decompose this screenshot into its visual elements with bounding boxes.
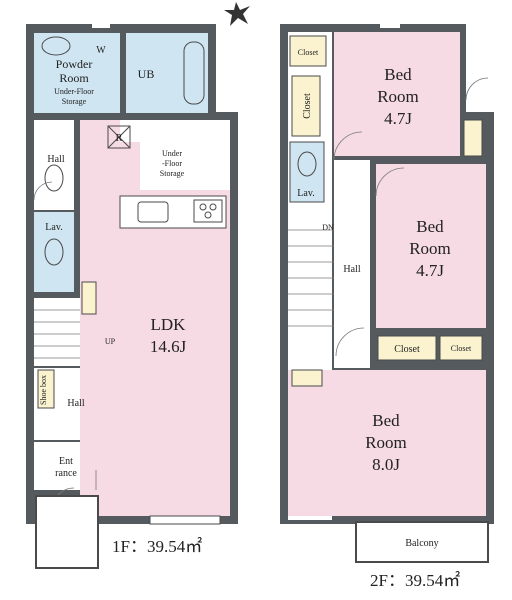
ldk-label: LDK bbox=[151, 315, 187, 334]
floor-1-plan bbox=[26, 22, 238, 569]
floor-2-plan bbox=[280, 22, 494, 563]
bedroom-1-size-label: 4.7J bbox=[384, 109, 412, 128]
closet-b-label: Closet bbox=[451, 344, 472, 353]
lav-label: Lav. bbox=[45, 222, 62, 233]
shoe-box-label: Shoe box bbox=[39, 375, 48, 405]
powder-room-label: Powder bbox=[56, 57, 93, 71]
dn-label: DN bbox=[322, 223, 334, 232]
north-compass-icon bbox=[224, 2, 250, 26]
bedroom-3-label: Bed bbox=[372, 411, 400, 430]
hall-label: Hall bbox=[47, 154, 64, 165]
bedroom-2-label-2: Room bbox=[409, 239, 451, 258]
ub-label: UB bbox=[138, 67, 155, 81]
kitchen-storage-label-3: Storage bbox=[160, 169, 185, 178]
kitchen-storage-label: Under bbox=[162, 149, 182, 158]
bedroom-2-size-label: 4.7J bbox=[416, 261, 444, 280]
hall-2f-label: Hall bbox=[343, 264, 360, 275]
bedroom-2-label: Bed bbox=[416, 217, 444, 236]
lav-2-label: Lav. bbox=[297, 188, 314, 199]
powder-w-label: W bbox=[96, 45, 106, 56]
bedroom-1-label: Bed bbox=[384, 65, 412, 84]
balcony-label: Balcony bbox=[405, 538, 438, 549]
ldk-size-label: 14.6J bbox=[150, 337, 187, 356]
entrance-label: Ent bbox=[59, 456, 73, 467]
hall-2-label: Hall bbox=[67, 398, 84, 409]
bedroom-3-label-2: Room bbox=[365, 433, 407, 452]
powder-room-label-2: Room bbox=[59, 71, 89, 85]
entrance-label-2: rance bbox=[55, 468, 77, 479]
fridge-label: R bbox=[116, 133, 123, 144]
kitchen-storage-label-2: -Floor bbox=[162, 159, 182, 168]
bedroom-1-label-2: Room bbox=[377, 87, 419, 106]
floor-1-area-label: 1F：39.54㎡ bbox=[112, 537, 202, 556]
underfloor-storage-label: Under-Floor bbox=[54, 87, 94, 96]
closet-small-label: Closet bbox=[298, 48, 319, 57]
underfloor-storage-label-2: Storage bbox=[62, 97, 87, 106]
up-label: UP bbox=[105, 337, 116, 346]
floor-2-area-label: 2F：39.54㎡ bbox=[370, 571, 460, 590]
bedroom-3-size-label: 8.0J bbox=[372, 455, 400, 474]
closet-vertical-label: Closet bbox=[302, 93, 313, 119]
closet-a-label: Closet bbox=[394, 344, 420, 355]
